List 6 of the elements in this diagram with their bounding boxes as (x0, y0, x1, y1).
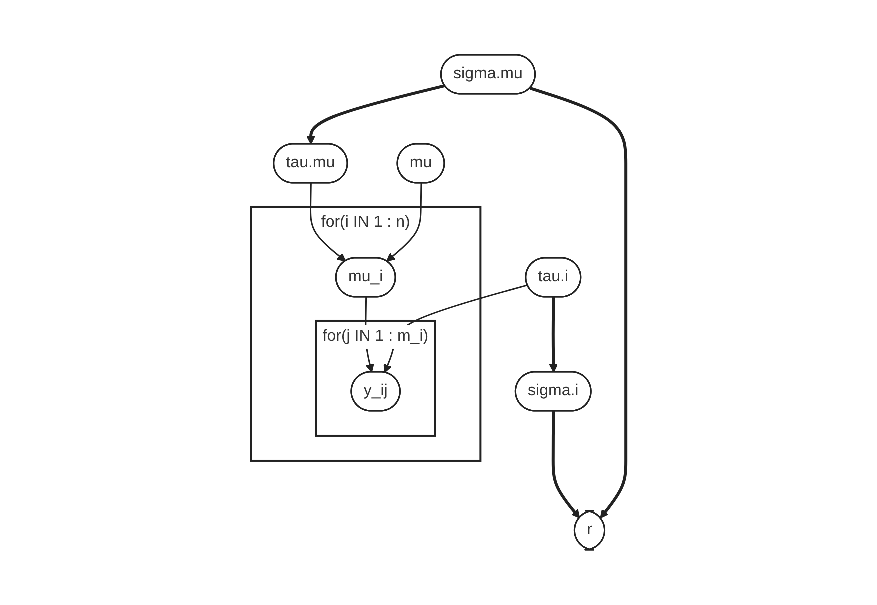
arrow (386, 183, 422, 262)
arrow (530, 87, 628, 519)
arrow (310, 183, 346, 262)
arrow (306, 84, 446, 145)
arrow (552, 411, 580, 519)
arrow (549, 297, 558, 373)
